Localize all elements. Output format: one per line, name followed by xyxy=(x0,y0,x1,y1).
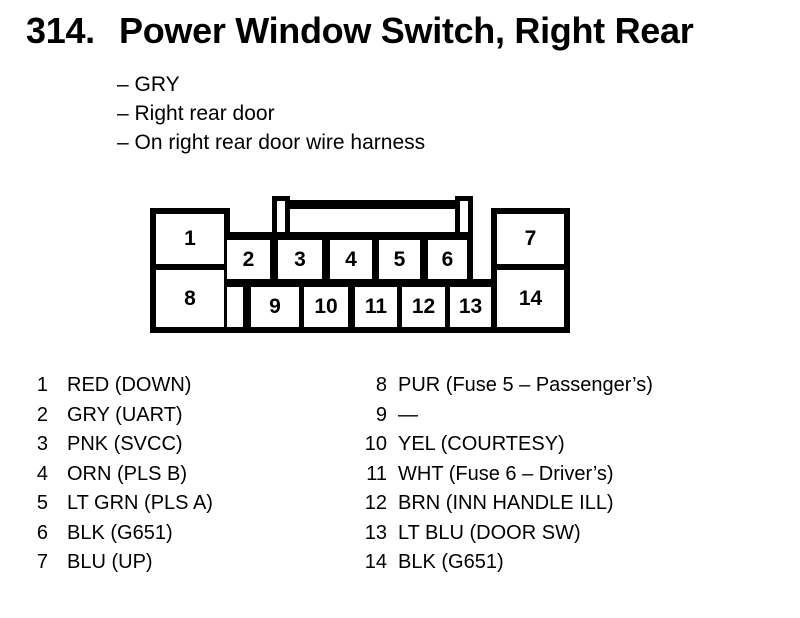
pin-number: 9 xyxy=(375,403,387,426)
pin-cell-13: 13 xyxy=(450,287,491,327)
wire-label: WHT (Fuse 6 – Driver’s) xyxy=(398,462,614,485)
legend-row: 6 BLK (G651) xyxy=(20,519,213,549)
wire-label: LT BLU (DOOR SW) xyxy=(398,521,581,544)
pin-number: 7 xyxy=(36,551,48,573)
pin-cell-1: 1 xyxy=(150,208,230,270)
legend-row: 4 ORN (PLS B) xyxy=(20,460,213,490)
pin-cell-label: 11 xyxy=(364,295,388,318)
pin-number: 3 xyxy=(36,433,48,455)
pin-cell-2: 2 xyxy=(227,240,270,279)
pin-cell-11: 11 xyxy=(355,287,397,327)
legend-row: 2 GRY (UART) xyxy=(20,401,213,431)
note-line: – Right rear door xyxy=(117,102,275,125)
latch-post-right-icon xyxy=(455,196,473,237)
legend-row: 11 WHT (Fuse 6 – Driver’s) xyxy=(352,460,653,490)
legend-row: 8 PUR (Fuse 5 – Passenger’s) xyxy=(352,371,653,401)
pin-cell-label: 1 xyxy=(184,227,196,250)
pin-cell-5: 5 xyxy=(379,240,420,279)
connector-diagram: 1 8 7 14 2 3 4 5 6 9 10 11 12 13 xyxy=(150,196,570,333)
blank-cavity-bottom-left xyxy=(227,287,243,327)
pin-number: 2 xyxy=(36,403,48,426)
pin-cell-3: 3 xyxy=(278,240,322,279)
wire-label: — xyxy=(398,403,418,426)
pin-cell-label: 4 xyxy=(345,247,357,271)
pin-number: 4 xyxy=(36,462,48,485)
legend-row: 5 LT GRN (PLS A) xyxy=(20,489,213,519)
note-line: – On right rear door wire harness xyxy=(117,131,426,154)
legend-row: 14 BLK (G651) xyxy=(352,548,653,578)
pin-cell-9: 9 xyxy=(251,287,299,327)
wire-label: BLK (G651) xyxy=(398,551,504,573)
pin-number: 8 xyxy=(375,374,387,396)
pin-number: 11 xyxy=(366,462,387,485)
pin-cell-label: 8 xyxy=(184,286,196,310)
legend-row: 9— xyxy=(352,401,653,431)
pin-cell-label: 14 xyxy=(518,286,543,310)
latch-post-left-icon xyxy=(272,196,290,237)
pin-cell-label: 3 xyxy=(294,247,306,271)
blank-cavity-top-right xyxy=(473,232,491,279)
pin-cell-label: 6 xyxy=(441,247,454,271)
wire-label: BLK (G651) xyxy=(67,521,173,544)
wire-label: PNK (SVCC) xyxy=(67,433,183,455)
pin-number: 12 xyxy=(364,492,387,514)
pin-cell-label: 10 xyxy=(314,295,338,318)
pin-cell-10: 10 xyxy=(304,287,348,327)
pin-cell-label: 2 xyxy=(242,247,255,271)
pin-cell-14: 14 xyxy=(491,264,570,333)
wire-label: PUR (Fuse 5 – Passenger’s) xyxy=(398,374,653,396)
section-number: 314. xyxy=(26,10,95,51)
pin-cell-7: 7 xyxy=(491,208,570,270)
wire-label: LT GRN (PLS A) xyxy=(67,492,213,514)
legend-row: 7 BLU (UP) xyxy=(20,548,213,578)
pin-cell-8: 8 xyxy=(150,264,230,333)
pin-number: 10 xyxy=(364,433,387,455)
legend-row: 13 LT BLU (DOOR SW) xyxy=(352,519,653,549)
pin-number: 5 xyxy=(36,492,48,514)
pin-cell-label: 5 xyxy=(393,247,406,271)
pin-cell-label: 13 xyxy=(458,295,483,318)
legend-left-column: 1 RED (DOWN) 2 GRY (UART) 3 PNK (SVCC) 4 ORN… xyxy=(20,371,213,578)
note-line: – GRY xyxy=(117,73,180,96)
legend-row: 3 PNK (SVCC) xyxy=(20,430,213,460)
wire-label: GRY (UART) xyxy=(67,403,183,426)
pin-number: 14 xyxy=(364,551,387,573)
legend-row: 12 BRN (INN HANDLE ILL) xyxy=(352,489,653,519)
page-title: Power Window Switch, Right Rear xyxy=(119,10,694,51)
connector-notes: – GRY – Right rear door – On right rear … xyxy=(117,70,425,157)
latch-bar-icon xyxy=(286,200,459,209)
pin-cell-6: 6 xyxy=(428,240,467,279)
pin-cell-label: 7 xyxy=(524,227,537,250)
wire-label: BLU (UP) xyxy=(67,551,153,573)
legend-row: 1 RED (DOWN) xyxy=(20,371,213,401)
wire-label: RED (DOWN) xyxy=(67,374,192,396)
wire-label: YEL (COURTESY) xyxy=(398,433,565,455)
pin-number: 1 xyxy=(36,374,48,396)
pin-cell-label: 12 xyxy=(411,295,436,318)
wire-label: ORN (PLS B) xyxy=(67,462,188,485)
pin-cell-label: 9 xyxy=(269,295,281,318)
pin-number: 6 xyxy=(36,521,48,544)
wire-label: BRN (INN HANDLE ILL) xyxy=(398,492,614,514)
pin-number: 13 xyxy=(364,521,387,544)
legend-row: 10 YEL (COURTESY) xyxy=(352,430,653,460)
pin-cell-4: 4 xyxy=(330,240,372,279)
pin-cell-12: 12 xyxy=(402,287,445,327)
